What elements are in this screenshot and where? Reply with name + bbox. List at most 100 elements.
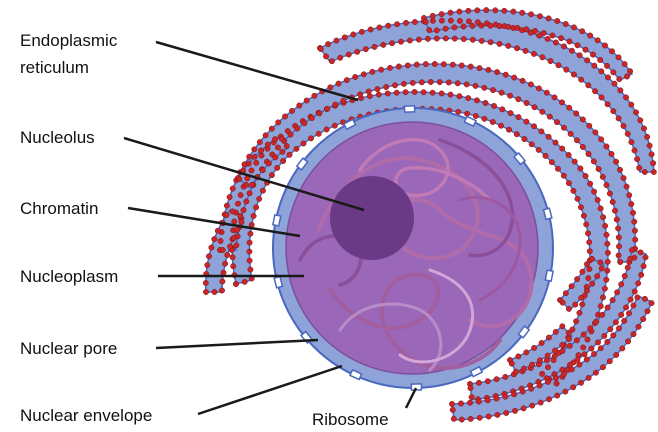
ribosome-dot (601, 285, 608, 292)
ribosome-dot (332, 101, 339, 108)
ribosome-dot (220, 269, 227, 276)
ribosome-dot (241, 278, 248, 285)
ribosome-dot (246, 248, 253, 255)
ribosome-dot (243, 181, 250, 188)
ribosome-dot (223, 202, 230, 209)
ribosome-dot (400, 80, 407, 87)
ribosome-dot (214, 227, 221, 234)
ribosome-dot (442, 35, 449, 42)
ribosome-dot (393, 89, 400, 96)
ribosome-dot (523, 118, 530, 125)
ribosome-dot (626, 310, 632, 317)
ribosome-dot (558, 35, 565, 42)
ribosome-dot (501, 7, 508, 14)
ribosome-dot (544, 35, 551, 42)
ribosome-dot (638, 271, 645, 278)
ribosome-dot (316, 110, 323, 117)
ribosome-dot (237, 192, 244, 199)
ribosome-dot (532, 28, 539, 34)
ribosome-dot (251, 153, 258, 160)
ribosome-dot (493, 395, 500, 402)
ribosome-dot (616, 325, 622, 332)
ribosome-dot (395, 63, 402, 70)
ribosome-dot (246, 190, 253, 197)
ribosome-dot (611, 80, 618, 87)
ribosome-dot (418, 79, 425, 86)
ribosome-dot (595, 166, 602, 172)
ribosome-dot (551, 94, 558, 101)
ribosome-dot (343, 77, 350, 84)
ribosome-dot (460, 36, 467, 43)
ribosome-dot (590, 51, 596, 58)
ribosome-dot (531, 104, 538, 111)
ribosome-dot (576, 361, 583, 368)
ribosome-dot (569, 326, 576, 333)
ribosome-dot (641, 125, 647, 132)
leader-lines (123, 40, 418, 416)
ribosome-dot (230, 235, 237, 242)
ribosome-dot (440, 61, 447, 68)
ribosome-dot (449, 401, 455, 407)
ribosome-dot (568, 366, 575, 373)
ribosome-dot (604, 338, 611, 345)
ribosome-dot (578, 379, 584, 386)
ribosome-dot (376, 24, 383, 31)
ribosome-dot (222, 260, 229, 267)
ribosome-dot (617, 259, 624, 265)
ribosome-dot (473, 97, 480, 104)
ribosome-dot (621, 61, 628, 68)
ribosome-dot (597, 259, 604, 266)
ribosome-dot (623, 94, 629, 101)
ribosome-dot (378, 66, 385, 73)
ribosome-dot (229, 185, 236, 192)
ribosome-dot (490, 87, 496, 94)
ribosome-dot (579, 301, 586, 308)
ribosome-dot (527, 81, 534, 88)
ribosome-dot (456, 17, 463, 24)
ribosome-dot (545, 133, 552, 140)
ribosome-dot (237, 212, 244, 219)
ribosome-dot (491, 103, 497, 109)
ribosome-dot (229, 254, 236, 261)
ribosome-dot (481, 84, 488, 91)
ribosome-dot (429, 12, 436, 19)
ribosome-dot (608, 151, 615, 157)
ribosome-dot (574, 137, 580, 144)
ribosome-dot (487, 22, 494, 29)
nuclear-pore (512, 151, 527, 166)
ribosome-dot (567, 130, 574, 137)
ribosome-dot (583, 356, 590, 363)
ribosome-dot (546, 396, 552, 403)
ribosome-dot (580, 331, 587, 338)
ribosome-dot (553, 380, 560, 387)
ribosome-dot (648, 300, 655, 307)
nuclear-pore (271, 214, 282, 227)
ribosome-dot (358, 28, 365, 35)
ribosome-dot (576, 309, 583, 316)
ribosome-dot (250, 213, 257, 219)
ribosome-dot (607, 326, 614, 333)
ribosome-dot (636, 164, 643, 171)
ribosome-dot (454, 80, 461, 87)
ribosome-dot (563, 66, 570, 73)
ribosome-dot (565, 329, 572, 336)
ribosome-dot (229, 208, 236, 215)
ribosome-dot (392, 82, 398, 89)
ribosome-dot (293, 145, 300, 152)
ribosome-dot (389, 40, 396, 47)
ribosome-dot (586, 239, 593, 246)
ribosome-dot (635, 323, 642, 330)
ribosome-dot (600, 364, 606, 371)
ribosome-dot (630, 302, 637, 309)
ribosome-dot (570, 187, 577, 194)
ribosome-dot (352, 74, 359, 80)
ribosome-dot (640, 316, 647, 323)
ribosome-dot (583, 287, 590, 294)
leader-chromatin (127, 206, 301, 238)
ribosome-dot (554, 392, 561, 399)
ribosome-dot (493, 376, 500, 383)
ribosome-dot (568, 283, 575, 290)
ribosome-dot (617, 166, 623, 173)
ribosome-dot (539, 370, 546, 377)
